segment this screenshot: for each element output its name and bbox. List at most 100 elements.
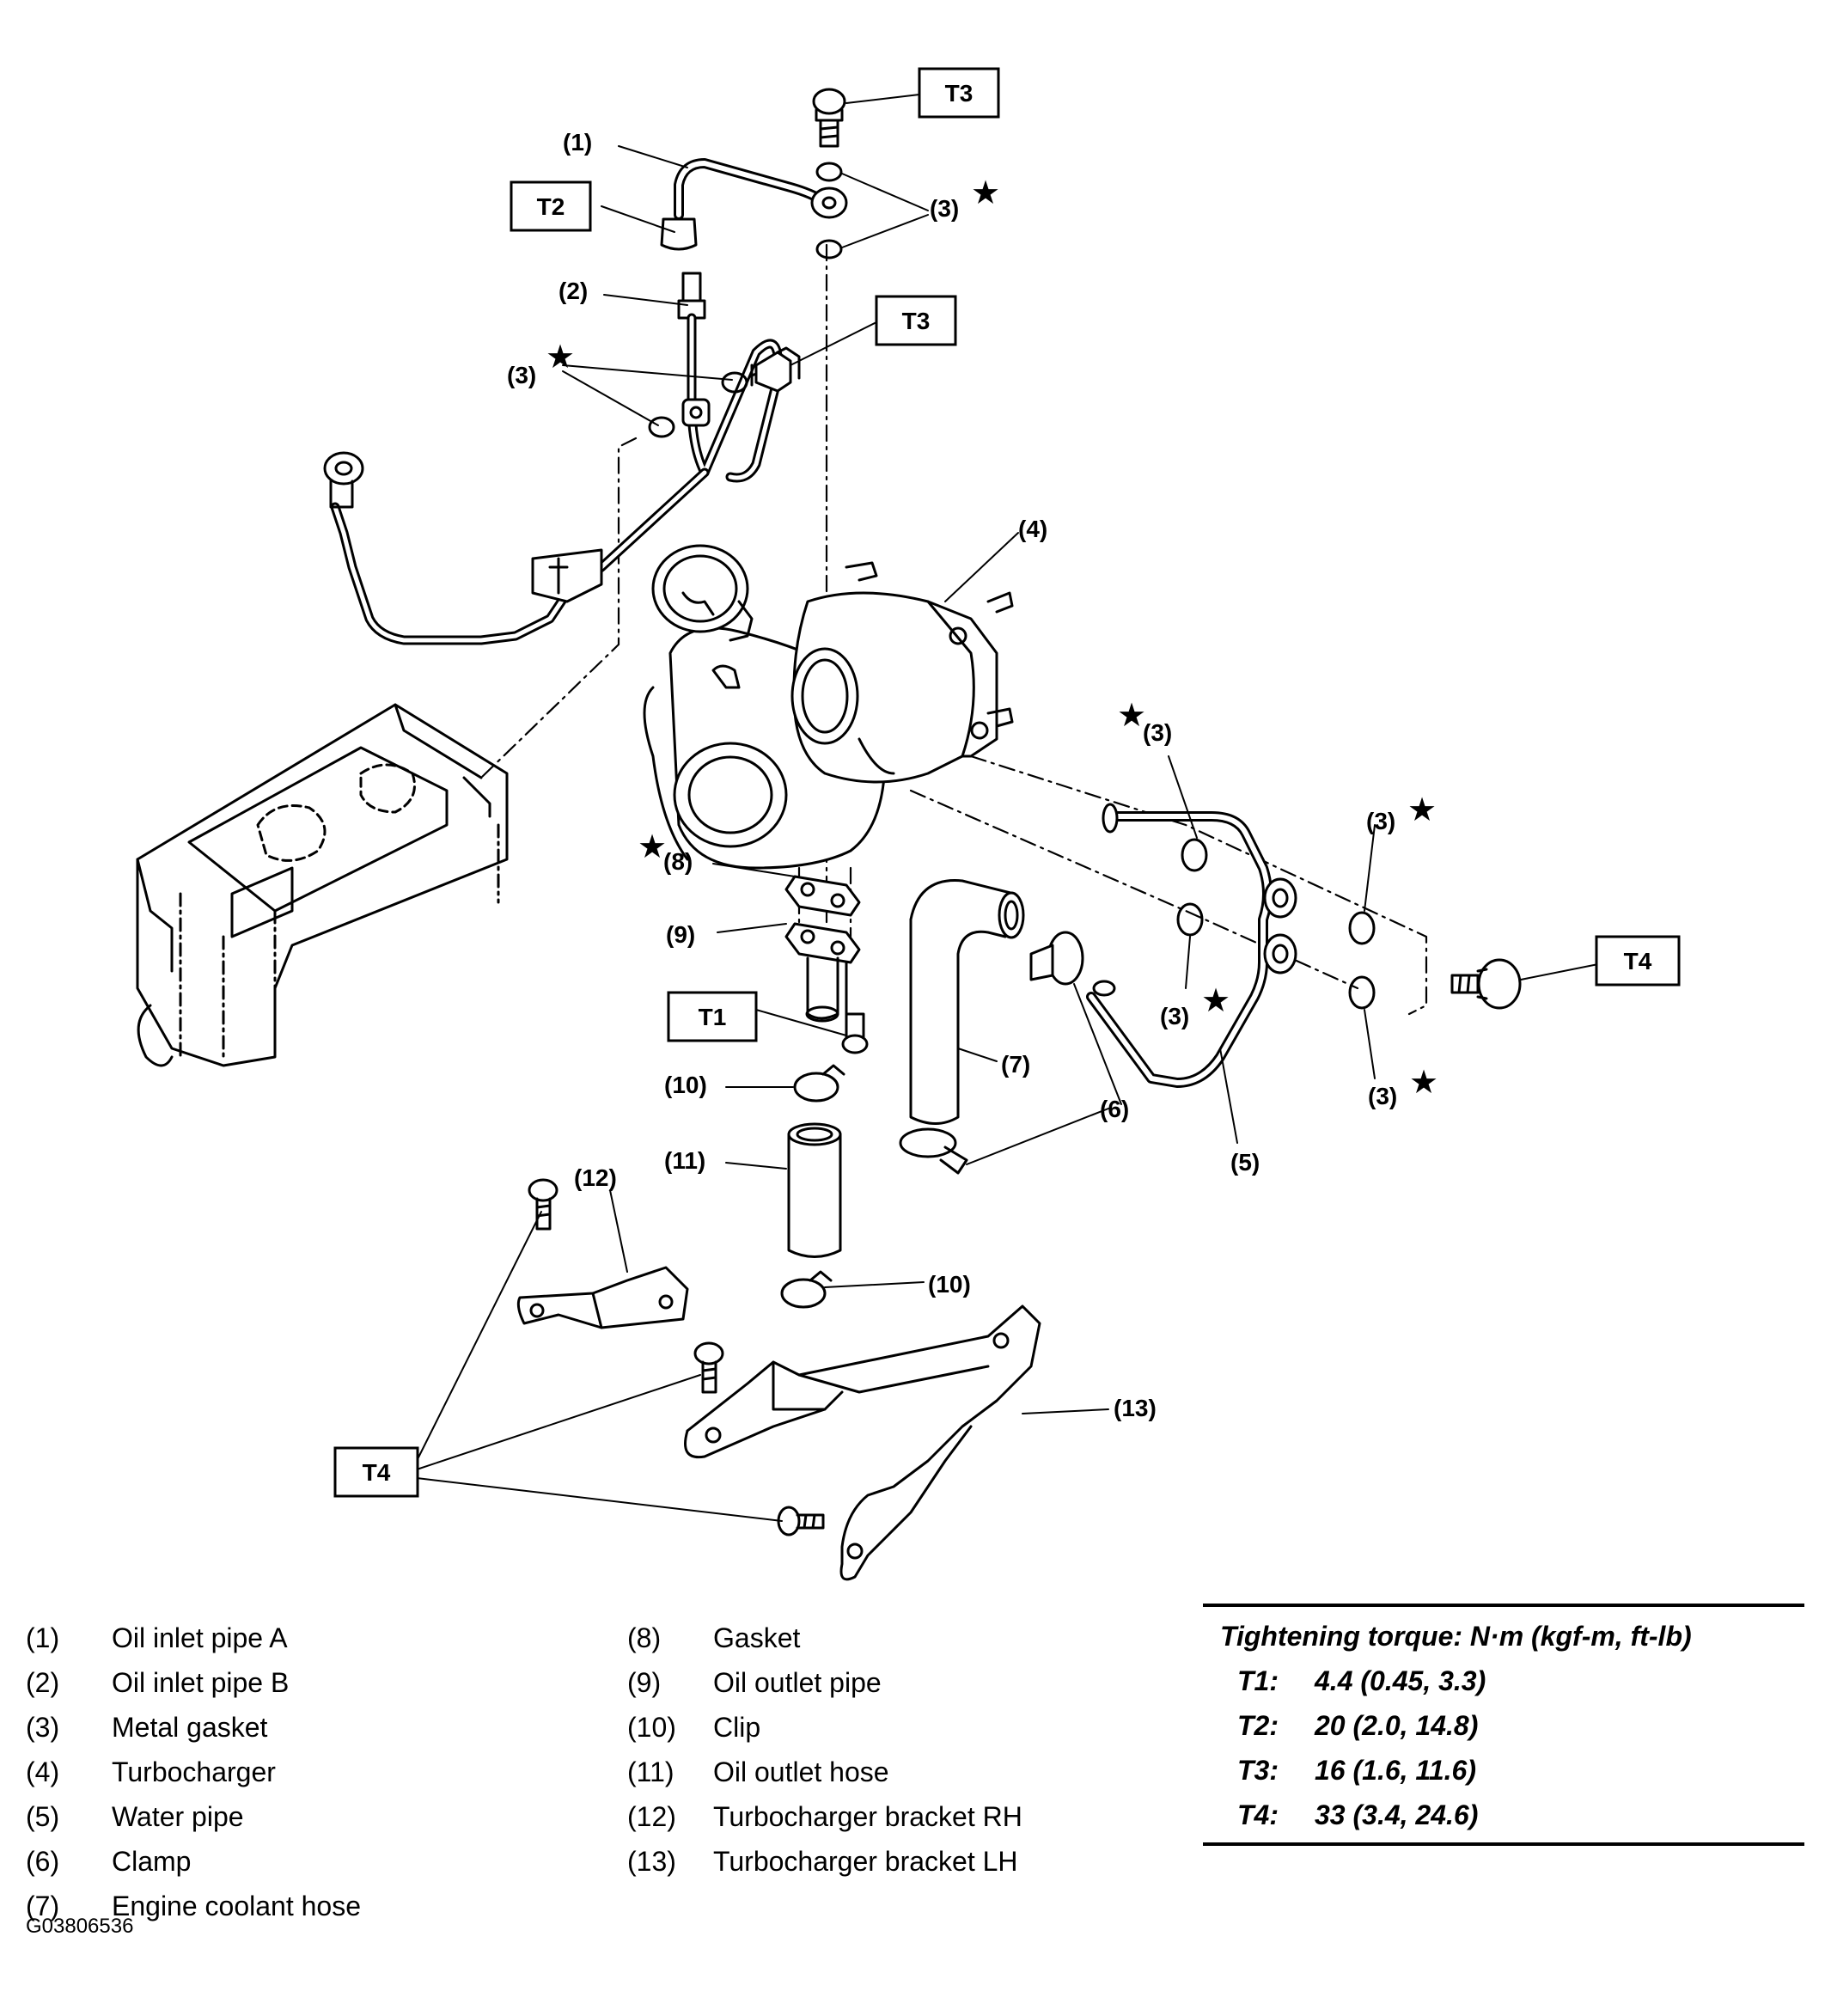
torque-value: 33 (3.4, 24.6) [1315,1799,1479,1830]
callout-13: (13) [1114,1395,1157,1421]
callout-5: (5) [1230,1149,1260,1176]
legend-number: (7) [26,1891,60,1921]
oil-inlet-pipe-b [323,272,784,645]
gasket-8 [784,875,861,917]
bolt-t4-right [1450,958,1522,1010]
leader-lines [416,94,1608,1522]
clip-upper [793,1064,845,1103]
callout-3-top: (3) [930,195,959,222]
callout-2: (2) [558,278,588,304]
oil-outlet-pipe [784,922,861,1024]
clip-lower [780,1270,833,1309]
legend-number: (5) [26,1801,60,1832]
figure-id: G03806536 [26,1915,134,1938]
legend-number: (3) [26,1712,60,1743]
torque-box-t4-right [1595,935,1681,987]
legend-label: Oil inlet pipe A [112,1622,288,1653]
parts-legend: (1) Oil inlet pipe A (2) Oil inlet pipe … [26,1605,1203,1921]
legend-label: Turbocharger bracket LH [713,1846,1018,1877]
turbocharger [643,561,1014,870]
gaskets-top [815,162,843,260]
callout-12: (12) [574,1164,617,1191]
callout-3-water-c: (3) [1160,1003,1189,1029]
union-bolt-top [812,88,846,148]
torque-box-t3-mid [875,295,957,346]
torque-box-t3-top [918,67,1000,119]
callout-10-lower: (10) [928,1271,971,1298]
legend-label: Oil outlet pipe [713,1667,882,1698]
torque-box-t3-mid-label: T3 [902,308,931,334]
legend-label: Clamp [112,1846,192,1877]
bolt-bracket-lh-bottom [777,1506,825,1536]
bolt-t1 [841,1012,869,1054]
gaskets-pipe-b [648,371,748,438]
star-icon: ★ [638,828,667,865]
legend-number: (1) [26,1622,60,1653]
legend-number: (12) [627,1801,676,1832]
table-top-rule [1203,1604,1804,1607]
legend-label: Gasket [713,1622,801,1653]
stars: ★ ★ ★ ★ ★ ★ ★ [546,174,1438,1101]
legend-number: (2) [26,1667,60,1698]
engine-coolant-hose [909,879,1025,1125]
callout-6: (6) [1100,1096,1129,1122]
clamp-lower [899,1127,968,1175]
bolt-bracket-lh-top [693,1341,724,1394]
legend-label: Turbocharger bracket RH [713,1801,1022,1832]
turbocharger-exploded-diagram: T3 T2 T3 T1 T4 T4 (1) (2) (3) (3) (4) (3… [136,67,1681,1581]
torque-key: T3: [1237,1755,1279,1786]
engine-block [136,703,509,1067]
star-icon: ★ [1409,1063,1438,1101]
callouts: (1) (2) (3) (3) (4) (3) (3) (3) (3) (5) … [507,129,1397,1421]
callout-10-upper: (10) [664,1072,707,1098]
legend-number: (9) [627,1667,662,1698]
callout-1: (1) [563,129,592,156]
callout-3-water-a: (3) [1143,719,1172,746]
star-icon: ★ [1407,791,1437,828]
torque-box-t2 [510,180,592,232]
torque-box-t2-label: T2 [537,193,565,220]
legend-label: Oil inlet pipe B [112,1667,290,1698]
legend-label: Water pipe [112,1801,244,1832]
callout-8: (8) [663,848,693,875]
water-pipe-gaskets [1176,838,1376,1010]
legend-number: (4) [26,1756,60,1787]
torque-value: 20 (2.0, 14.8) [1315,1710,1479,1741]
torque-box-t1-label: T1 [699,1004,727,1030]
callout-7: (7) [1001,1051,1030,1078]
union-bolt-mid [750,346,801,393]
water-pipe [1086,803,1297,1088]
torque-box-t1 [667,991,758,1042]
star-icon: ★ [971,174,1000,211]
callout-9: (9) [666,921,695,948]
legend-label: Metal gasket [112,1712,268,1743]
torque-value: 16 (1.6, 11.6) [1315,1755,1476,1786]
center-lines [479,243,1428,1016]
turbocharger-bracket-lh [684,1304,1041,1581]
torque-key: T2: [1237,1710,1279,1741]
clamp-upper [1029,931,1084,986]
callout-11: (11) [664,1147,705,1174]
callout-3-left: (3) [507,362,536,388]
legend-label: Clip [713,1712,761,1743]
torque-box-t4-bottom [333,1446,419,1498]
callout-3-water-b: (3) [1366,808,1395,834]
bolt-bracket-rh [528,1178,558,1231]
torque-heading: Tightening torque: N·m (kgf-m, ft-lb) [1220,1621,1692,1652]
legend-number: (10) [627,1712,676,1743]
legend-number: (8) [627,1622,662,1653]
torque-boxes: T3 T2 T3 T1 T4 T4 [333,67,1681,1498]
callout-4: (4) [1018,516,1047,542]
turbocharger-bracket-rh [516,1266,689,1329]
legend-label: Oil outlet hose [713,1756,889,1787]
torque-box-t4-right-label: T4 [1624,948,1652,974]
torque-key: T4: [1237,1799,1279,1830]
callout-3-water-d: (3) [1368,1083,1397,1109]
star-icon: ★ [546,338,575,376]
torque-table: Tightening torque: N·m (kgf-m, ft-lb) T1… [1203,1604,1804,1846]
legend-label: Turbocharger [112,1756,276,1787]
torque-box-t3-top-label: T3 [945,80,974,107]
oil-outlet-hose [787,1122,842,1258]
legend-number: (11) [627,1756,674,1787]
star-icon: ★ [1201,981,1230,1019]
